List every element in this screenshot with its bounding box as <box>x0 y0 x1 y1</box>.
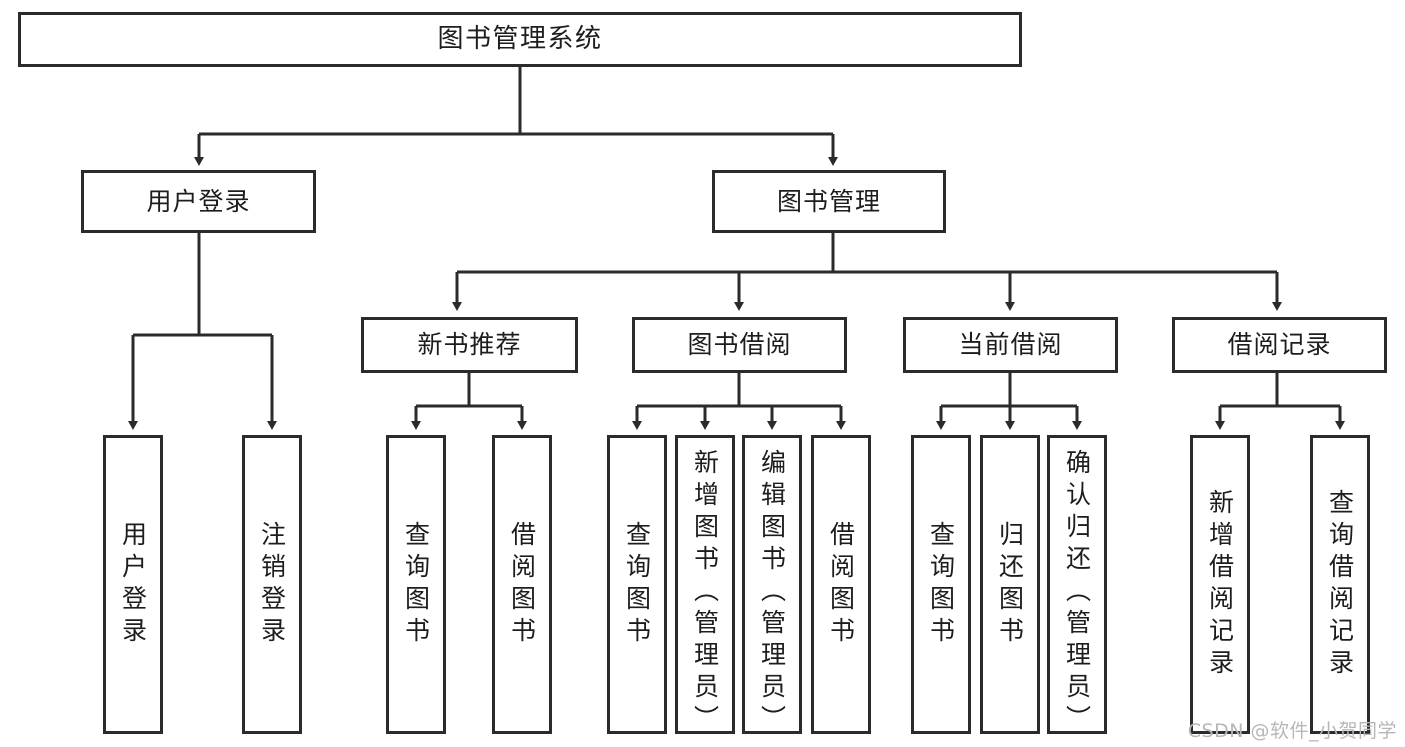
node-leaf-logout-login[interactable]: 注销登录 <box>242 435 302 734</box>
node-leaf-query-record-label: 查询借阅记录 <box>1325 488 1355 681</box>
node-leaf-query-record[interactable]: 查询借阅记录 <box>1310 435 1370 734</box>
node-leaf-borrow-book-1-label: 借阅图书 <box>507 520 537 649</box>
node-leaf-borrow-book-1[interactable]: 借阅图书 <box>492 435 552 734</box>
node-borrow-record-label: 借阅记录 <box>1227 330 1332 360</box>
node-leaf-confirm-return-label: 确认归还（管理员） <box>1062 448 1092 737</box>
node-leaf-add-book-label: 新增图书（管理员） <box>690 448 720 737</box>
node-leaf-add-record[interactable]: 新增借阅记录 <box>1190 435 1250 734</box>
node-leaf-user-login[interactable]: 用户登录 <box>103 435 163 734</box>
node-book-borrow-label: 图书借阅 <box>687 330 792 360</box>
node-leaf-add-record-label: 新增借阅记录 <box>1205 488 1235 681</box>
node-root-label: 图书管理系统 <box>437 24 603 55</box>
node-root[interactable]: 图书管理系统 <box>18 12 1022 67</box>
node-leaf-logout-login-label: 注销登录 <box>257 520 287 649</box>
node-current-borrow[interactable]: 当前借阅 <box>903 317 1118 373</box>
node-leaf-borrow-book-2[interactable]: 借阅图书 <box>811 435 871 734</box>
node-book-management[interactable]: 图书管理 <box>712 170 946 233</box>
node-book-borrow[interactable]: 图书借阅 <box>632 317 847 373</box>
node-leaf-return-book[interactable]: 归还图书 <box>980 435 1040 734</box>
node-user-login[interactable]: 用户登录 <box>81 170 316 233</box>
node-leaf-edit-book-label: 编辑图书（管理员） <box>757 448 787 737</box>
node-leaf-borrow-book-2-label: 借阅图书 <box>826 520 856 649</box>
node-leaf-query-book-3[interactable]: 查询图书 <box>911 435 971 734</box>
node-leaf-return-book-label: 归还图书 <box>995 520 1025 649</box>
node-new-book-recommend-label: 新书推荐 <box>417 330 522 360</box>
node-new-book-recommend[interactable]: 新书推荐 <box>361 317 578 373</box>
node-user-login-label: 用户登录 <box>146 186 251 216</box>
node-leaf-query-book-2-label: 查询图书 <box>622 520 652 649</box>
csdn-watermark: CSDN @软件_小贺同学 <box>1187 720 1397 742</box>
node-leaf-query-book-1-label: 查询图书 <box>401 520 431 649</box>
node-leaf-add-book[interactable]: 新增图书（管理员） <box>675 435 735 737</box>
node-borrow-record[interactable]: 借阅记录 <box>1172 317 1387 373</box>
node-leaf-edit-book[interactable]: 编辑图书（管理员） <box>742 435 802 737</box>
node-current-borrow-label: 当前借阅 <box>958 330 1063 360</box>
node-leaf-user-login-label: 用户登录 <box>118 520 148 649</box>
node-leaf-query-book-1[interactable]: 查询图书 <box>386 435 446 734</box>
node-leaf-confirm-return[interactable]: 确认归还（管理员） <box>1047 435 1107 737</box>
node-leaf-query-book-3-label: 查询图书 <box>926 520 956 649</box>
node-book-management-label: 图书管理 <box>776 186 881 216</box>
node-leaf-query-book-2[interactable]: 查询图书 <box>607 435 667 734</box>
